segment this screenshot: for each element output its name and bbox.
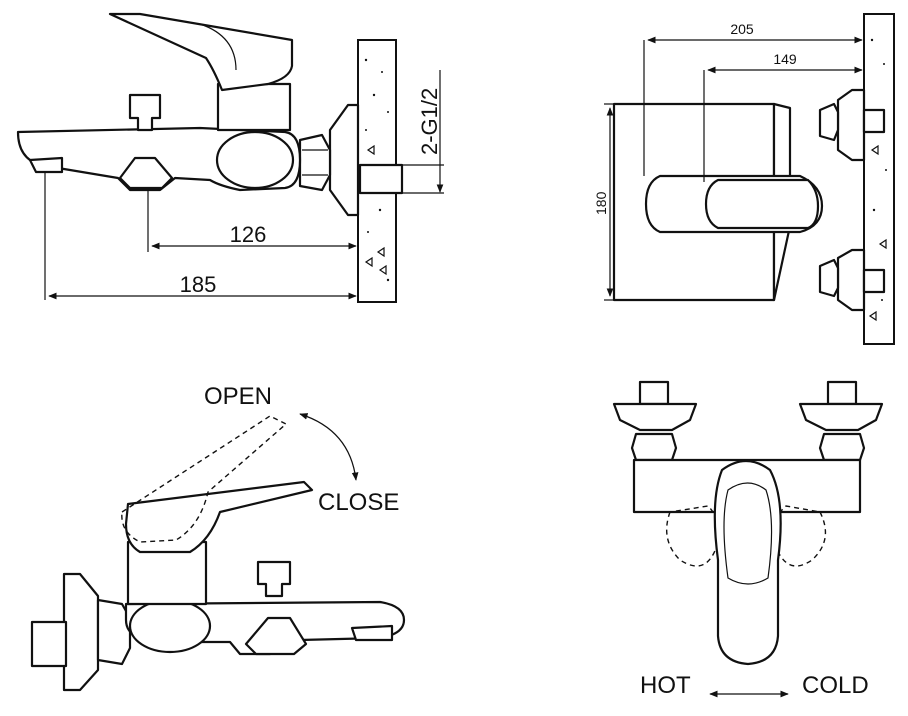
cold-label: COLD — [802, 672, 869, 699]
dim-label-149: 149 — [773, 51, 797, 67]
wall-escutcheon — [62, 572, 100, 692]
dim-label-185: 185 — [180, 272, 217, 297]
dim-label-205: 205 — [730, 21, 754, 37]
diverter-base-bottom — [244, 616, 308, 656]
diverter-knob-bottom — [256, 560, 292, 598]
escutcheon — [328, 103, 360, 217]
body-oval-bottom — [128, 598, 212, 654]
diverter-base — [118, 156, 174, 190]
lever-handle — [108, 12, 294, 92]
lever-open-position — [121, 415, 288, 543]
spout-outlet-bottom — [350, 624, 394, 642]
hex-nut-lower — [818, 258, 840, 298]
hot-inlet — [638, 380, 670, 406]
inlet-connector — [30, 620, 68, 668]
hex-nut — [298, 133, 332, 192]
temperature-control-view: HOT COLD — [612, 380, 884, 699]
hot-escutcheon — [612, 402, 698, 432]
lever-hot-position — [666, 505, 720, 567]
lever-grip — [704, 178, 820, 230]
lever-operation-view: OPEN CLOSE — [30, 383, 406, 692]
cartridge-housing — [216, 82, 292, 132]
front-elevation-view: 205 149 180 — [593, 13, 895, 345]
body-oval — [215, 130, 295, 190]
cold-inlet — [826, 380, 858, 406]
dim-label-126: 126 — [230, 222, 267, 247]
hex-nut-upper — [818, 102, 840, 142]
wall-section-right — [863, 13, 895, 345]
hot-label: HOT — [640, 672, 691, 699]
hex-nut-bottom — [96, 598, 132, 666]
rotation-arrow — [299, 413, 359, 481]
open-label: OPEN — [204, 383, 272, 410]
dim-label-180: 180 — [593, 191, 609, 215]
thread-label: 2-G1/2 — [417, 88, 442, 155]
eccentric-lower — [836, 248, 866, 312]
cold-nut — [818, 432, 866, 462]
eccentric-upper — [836, 88, 866, 162]
spout-outlet — [28, 156, 64, 174]
lever-closed-position — [124, 480, 314, 554]
side-elevation-view: 126 185 2-G1/2 — [16, 12, 444, 303]
hot-nut — [630, 432, 678, 462]
cold-escutcheon — [798, 402, 884, 432]
close-label: CLOSE — [318, 489, 399, 516]
diverter-knob — [128, 93, 162, 132]
inlet-pipe — [358, 163, 404, 195]
lever-center-position — [713, 459, 782, 666]
